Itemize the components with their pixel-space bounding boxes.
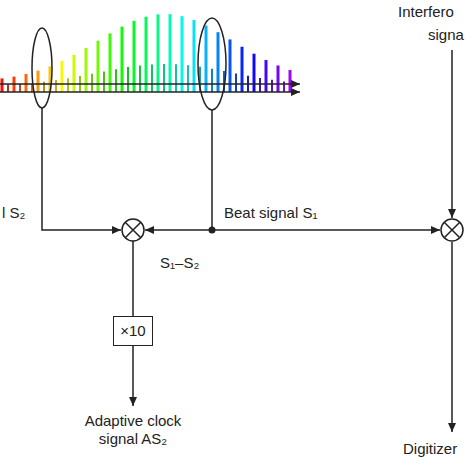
comb-line [67, 78, 69, 92]
frequency-comb [2, 14, 290, 92]
signal-wire [212, 229, 440, 231]
line-pair-ellipse [198, 18, 226, 110]
signal-wire [211, 110, 213, 230]
signal-wire [132, 346, 134, 406]
comb-line [241, 47, 244, 92]
comb-line [235, 73, 237, 92]
device-name: Digitizer [403, 440, 457, 458]
comb-line [91, 74, 93, 92]
comb-line [61, 61, 64, 92]
box-label: ×10 [120, 322, 145, 340]
comb-line [103, 71, 105, 92]
comb-line [1, 78, 4, 92]
signal-name: S₁–S₂ [160, 254, 199, 272]
signal-name: l S₂ [2, 204, 25, 222]
signal-name: Adaptive clock signal AS₂ [63, 412, 203, 448]
comb-line [25, 74, 28, 92]
signal-wire [132, 241, 134, 316]
comb-line [7, 85, 9, 92]
signal-name: Interfero [398, 3, 454, 21]
comb-line [43, 82, 45, 92]
signal-wire [451, 50, 453, 218]
comb-line [169, 14, 172, 92]
comb-line [139, 65, 141, 92]
comb-line [277, 65, 280, 92]
mixer-symbol [122, 219, 144, 241]
comb-line [73, 55, 76, 92]
comb-line [205, 26, 208, 92]
comb-line [121, 27, 124, 92]
comb-line [127, 67, 129, 92]
comb-line [55, 80, 57, 92]
comb-line [187, 65, 189, 92]
junction-dot [209, 227, 216, 234]
comb-line [115, 69, 117, 92]
comb-line [217, 32, 220, 92]
comb-line [19, 84, 21, 92]
multiplier-box: ×10 [113, 316, 153, 346]
comb-line [151, 64, 153, 92]
comb-line [85, 48, 88, 92]
comb-line [181, 16, 184, 92]
signal-wire [42, 108, 121, 230]
comb-line [193, 20, 196, 92]
comb-line [109, 33, 112, 92]
frequency-axis [0, 91, 300, 92]
comb-line [163, 64, 165, 92]
comb-line [145, 17, 148, 92]
comb-line [253, 54, 256, 92]
comb-line [289, 70, 292, 92]
comb-line [283, 81, 285, 92]
comb-line [37, 71, 40, 92]
comb-line [133, 21, 136, 92]
frequency-axis [0, 83, 300, 84]
comb-line [157, 14, 160, 92]
signal-wire [145, 229, 212, 231]
signal-name: Beat signal S₁ [224, 204, 317, 222]
mixer-symbol [441, 219, 463, 241]
comb-line [265, 60, 268, 92]
line-pair-ellipse [32, 28, 52, 108]
comb-line [271, 80, 273, 92]
signal-name: signa [428, 26, 464, 44]
signal-wire [451, 242, 453, 432]
comb-line [211, 69, 213, 92]
comb-line [259, 78, 261, 92]
comb-line [175, 64, 177, 92]
